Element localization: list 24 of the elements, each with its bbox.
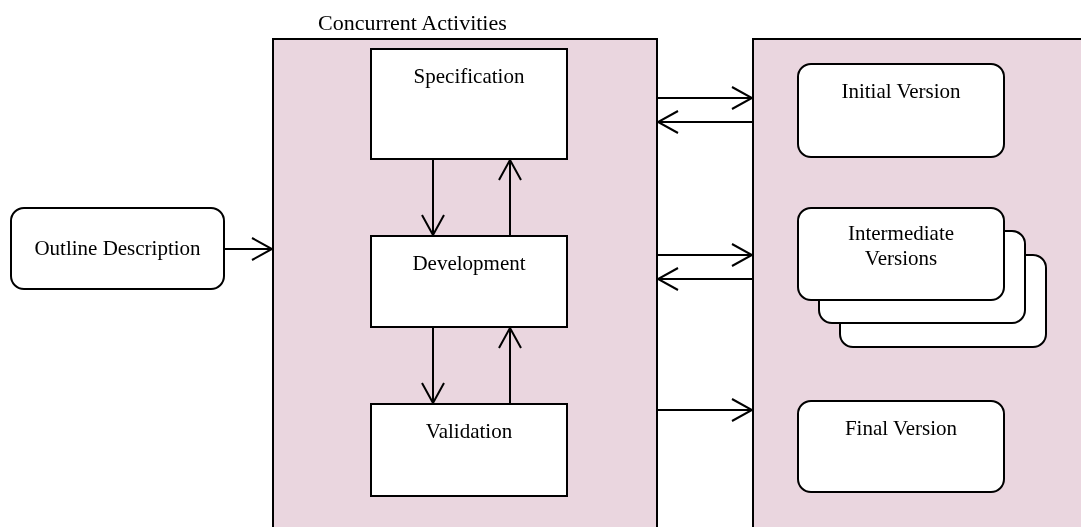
arrow <box>657 110 753 134</box>
panel-heading: Concurrent Activities <box>318 9 507 37</box>
process-box <box>370 235 568 328</box>
arrow <box>421 159 445 236</box>
box-label: Specification <box>412 64 526 89</box>
box-label: Validation <box>424 419 514 444</box>
box-label: Final Version <box>843 416 959 441</box>
arrow <box>498 327 522 404</box>
rounded-box <box>797 400 1005 493</box>
box-label: Intermediate Versions <box>846 221 956 271</box>
box-label: Development <box>411 251 527 276</box>
process-box <box>370 48 568 160</box>
rounded-box <box>10 207 225 290</box>
arrow <box>224 237 273 261</box>
rounded-box <box>797 63 1005 158</box>
arrow <box>421 327 445 404</box>
process-box <box>370 403 568 497</box>
arrow <box>657 398 753 422</box>
arrow <box>657 267 753 291</box>
box-label: Initial Version <box>840 79 962 104</box>
arrow <box>657 86 753 110</box>
arrow <box>498 159 522 236</box>
box-label: Outline Description <box>33 236 202 261</box>
arrow <box>657 243 753 267</box>
